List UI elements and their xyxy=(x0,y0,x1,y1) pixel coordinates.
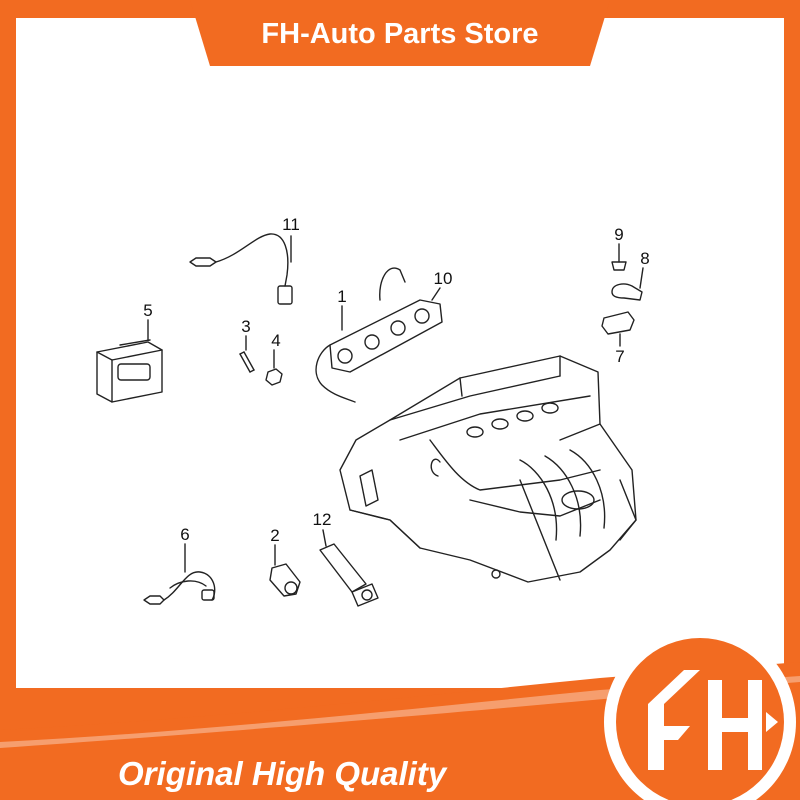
fh-logo xyxy=(604,626,796,800)
callout-6: 6 xyxy=(180,525,189,544)
footer-tagline: Original High Quality xyxy=(118,755,447,792)
banner-shape xyxy=(190,0,610,66)
part-8-bracket xyxy=(611,267,644,301)
callout-5: 5 xyxy=(143,301,152,320)
callout-11: 11 xyxy=(282,215,300,234)
engine-assembly xyxy=(339,355,637,583)
callout-7: 7 xyxy=(615,347,624,366)
part-5-ecu xyxy=(96,319,163,403)
callout-10: 10 xyxy=(434,269,453,288)
callout-4: 4 xyxy=(271,331,280,350)
part-9-bolt xyxy=(611,243,627,271)
callout-2: 2 xyxy=(270,526,279,545)
callout-1: 1 xyxy=(337,287,346,306)
store-name: FH-Auto Parts Store xyxy=(261,18,539,50)
callout-3: 3 xyxy=(241,317,250,336)
part-7-sensor xyxy=(601,311,635,347)
store-banner: FH-Auto Parts Store xyxy=(0,0,800,70)
part-1-exhaust-gasket xyxy=(315,267,443,403)
part-11-oxygen-sensor xyxy=(189,233,293,305)
callout-9: 9 xyxy=(614,225,623,244)
part-12-ignition-coil xyxy=(319,529,379,607)
part-4-nut xyxy=(265,349,283,386)
callout-8: 8 xyxy=(640,249,649,268)
part-6-wiring-sensor xyxy=(143,543,216,605)
part-2-knock-sensor xyxy=(269,544,301,597)
callout-12: 12 xyxy=(313,510,332,529)
part-3-stud xyxy=(239,335,255,373)
